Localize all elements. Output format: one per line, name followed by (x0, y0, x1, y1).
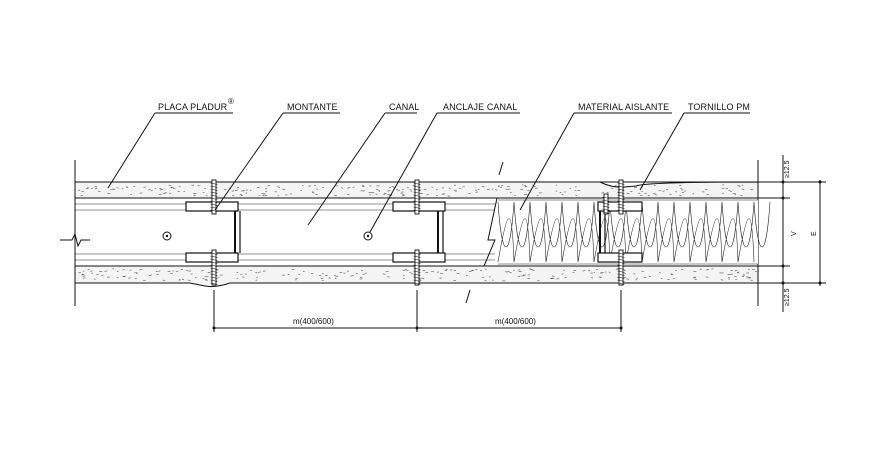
dimension-core: V (791, 231, 798, 236)
dimension-total: E (811, 231, 818, 236)
label-montante: MONTANTE (287, 102, 338, 112)
anchor-markers (162, 231, 373, 241)
dimension-spacing-left: m(400/600) (293, 317, 334, 326)
cavity-lines (75, 203, 495, 261)
dimension-board-top: ≥12.5 (784, 160, 791, 178)
label-material-aislante: MATERIAL AISLANTE (578, 102, 669, 112)
label-registered-mark: ® (228, 97, 234, 106)
leader-lines (107, 112, 750, 233)
label-placa-pladur: PLACA PLADUR (158, 102, 228, 112)
break-line (465, 161, 504, 304)
spacing-dimension: m(400/600) m(400/600) (212, 290, 623, 332)
label-canal: CANAL (389, 102, 420, 112)
label-anclaje-canal: ANCLAJE CANAL (443, 102, 517, 112)
labels: PLACA PLADUR ® MONTANTE CANAL ANCLAJE CA… (158, 97, 750, 112)
board-texture (78, 184, 757, 282)
dimension-spacing-right: m(400/600) (495, 317, 536, 326)
thickness-dimensions: ≥12.5 ≥12.5 V E (758, 155, 826, 312)
dimension-board-bottom: ≥12.5 (784, 288, 791, 306)
screws (210, 179, 625, 286)
label-tornillo-pm: TORNILLO PM (688, 102, 750, 112)
